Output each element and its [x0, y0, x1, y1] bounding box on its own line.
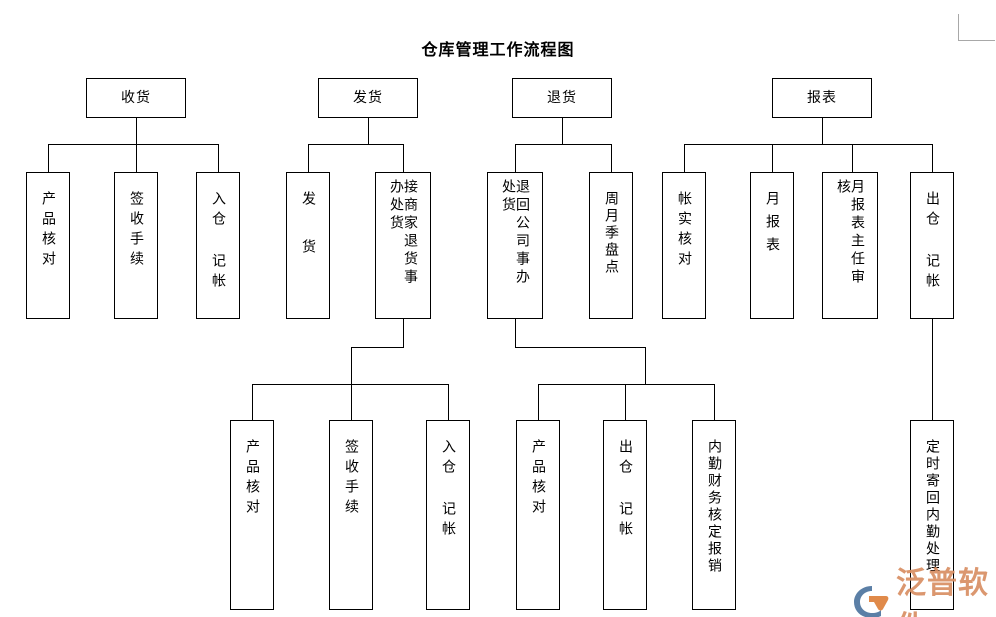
node-report-mail-to-office[interactable]: 定时寄回内勤处理 [910, 420, 954, 610]
node-ship[interactable]: 发货 [318, 78, 418, 118]
connector-ship-drop-1 [308, 144, 309, 172]
connector-receive-stem [136, 118, 137, 144]
node-merchant-product-check[interactable]: 产品核对 [230, 420, 274, 610]
node-company-finance-reimburse[interactable]: 内勤财务核定报销 [692, 420, 736, 610]
node-return-label: 退货 [547, 90, 577, 106]
node-receive-stockin-record[interactable]: 入仓 记帐 [196, 172, 240, 319]
connector-company-bus [538, 384, 714, 385]
node-report-reconcile-label: 帐实核对 [676, 191, 692, 271]
node-ship-merchant-return-label: 接商家退货事办处货 [388, 179, 418, 287]
fanpu-logo-icon [852, 583, 892, 617]
connector-company-drop-3 [714, 384, 715, 420]
page-margin-corner-mark [958, 14, 995, 41]
node-report[interactable]: 报表 [772, 78, 872, 118]
node-report-director-approval-label: 月报表主任审核 [835, 179, 865, 287]
connector-report-bus [684, 144, 932, 145]
node-merchant-stockin-record-label: 入仓 记帐 [440, 439, 456, 541]
connector-return-bus [515, 144, 611, 145]
node-ship-merchant-return[interactable]: 接商家退货事办处货 [375, 172, 431, 319]
node-return[interactable]: 退货 [512, 78, 612, 118]
node-receive-sign-procedure[interactable]: 签收手续 [114, 172, 158, 319]
node-receive-label: 收货 [121, 90, 151, 106]
node-return-to-company-label: 退回公司事办处货 [500, 179, 530, 287]
connector-report-drop-3 [852, 144, 853, 172]
connector-merchant-drop-3 [448, 384, 449, 420]
node-merchant-stockin-record[interactable]: 入仓 记帐 [426, 420, 470, 610]
connector-merchant-drop-2 [351, 384, 352, 420]
node-company-stockout-record[interactable]: 出仓 记帐 [603, 420, 647, 610]
node-report-director-approval[interactable]: 月报表主任审核 [822, 172, 878, 319]
node-report-stockout-record[interactable]: 出仓 记帐 [910, 172, 954, 319]
node-company-product-check[interactable]: 产品核对 [516, 420, 560, 610]
connector-company-riser [645, 347, 646, 384]
node-company-product-check-label: 产品核对 [530, 439, 546, 519]
node-return-to-company[interactable]: 退回公司事办处货 [487, 172, 543, 319]
page-title: 仓库管理工作流程图 [421, 40, 575, 59]
connector-company-step [515, 347, 645, 348]
connector-merchant-step [351, 347, 404, 348]
connector-return-stem [562, 118, 563, 144]
node-ship-dispatch-label: 发 货 [300, 191, 316, 262]
node-report-stockout-record-label: 出仓 记帐 [924, 191, 940, 293]
connector-report-drop-4 [932, 144, 933, 172]
node-report-label: 报表 [807, 90, 837, 106]
connector-return-drop-2 [611, 144, 612, 172]
node-report-monthly-label: 月报表 [764, 191, 780, 260]
node-merchant-sign-procedure[interactable]: 签收手续 [329, 420, 373, 610]
connector-report-drop-2 [772, 144, 773, 172]
connector-report-stem [822, 118, 823, 144]
node-receive-sign-procedure-label: 签收手续 [128, 191, 144, 271]
node-return-periodic-stocktake-label: 周月季盘点 [603, 191, 619, 276]
connector-merchant-riser [351, 347, 352, 384]
node-company-stockout-record-label: 出仓 记帐 [617, 439, 633, 541]
connector-receive-drop-1 [48, 144, 49, 172]
connector-receive-drop-3 [218, 144, 219, 172]
node-receive-stockin-record-label: 入仓 记帐 [210, 191, 226, 293]
node-report-monthly[interactable]: 月报表 [750, 172, 794, 319]
connector-stockout-to-mail [932, 319, 933, 420]
node-ship-dispatch[interactable]: 发 货 [286, 172, 330, 319]
node-merchant-sign-procedure-label: 签收手续 [343, 439, 359, 519]
connector-report-drop-1 [684, 144, 685, 172]
node-receive-product-check-label: 产品核对 [40, 191, 56, 271]
connector-company-drop-1 [538, 384, 539, 420]
connector-company-drop-2 [625, 384, 626, 420]
connector-ship-drop-2 [403, 144, 404, 172]
connector-merchant-stem [403, 319, 404, 347]
connector-ship-bus [308, 144, 403, 145]
connector-receive-bus [48, 144, 218, 145]
node-receive-product-check[interactable]: 产品核对 [26, 172, 70, 319]
node-report-reconcile[interactable]: 帐实核对 [662, 172, 706, 319]
node-return-periodic-stocktake[interactable]: 周月季盘点 [589, 172, 633, 319]
connector-receive-drop-2 [136, 144, 137, 172]
connector-return-drop-1 [515, 144, 516, 172]
node-merchant-product-check-label: 产品核对 [244, 439, 260, 519]
connector-merchant-drop-1 [252, 384, 253, 420]
node-company-finance-reimburse-label: 内勤财务核定报销 [706, 439, 722, 575]
node-receive[interactable]: 收货 [86, 78, 186, 118]
node-report-mail-to-office-label: 定时寄回内勤处理 [924, 439, 940, 575]
connector-merchant-bus [252, 384, 448, 385]
connector-ship-stem [368, 118, 369, 144]
connector-company-stem [515, 319, 516, 347]
node-ship-label: 发货 [353, 90, 383, 106]
